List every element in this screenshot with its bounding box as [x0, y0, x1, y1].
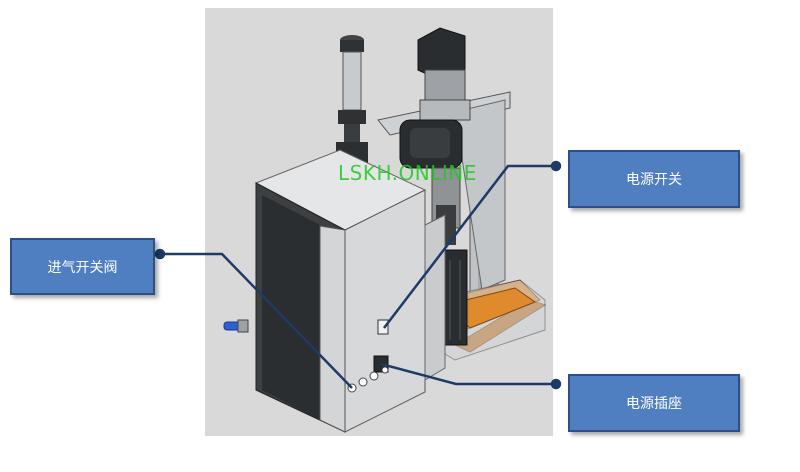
leader-line-power-switch [383, 164, 556, 329]
watermark-text: LSKH.ONLINE [338, 161, 477, 185]
callout-label: 电源插座 [626, 396, 682, 412]
callout-power-socket[interactable]: 电源插座 [568, 374, 740, 432]
callout-label: 进气开关阀 [47, 259, 118, 276]
callout-air-valve[interactable]: 进气开关阀 [10, 238, 155, 295]
power-switch-component [377, 319, 389, 335]
callout-power-switch[interactable]: 电源开关 [568, 150, 740, 208]
front-panel-components [347, 319, 389, 393]
air-inlet-fitting [223, 319, 249, 333]
leader-line-air-valve [160, 252, 353, 389]
leader-lines [154, 160, 562, 390]
control-cabinet [254, 149, 446, 433]
callout-label: 电源开关 [626, 172, 682, 188]
leader-line-power-socket [380, 362, 556, 386]
servo-motor-head [399, 27, 471, 346]
